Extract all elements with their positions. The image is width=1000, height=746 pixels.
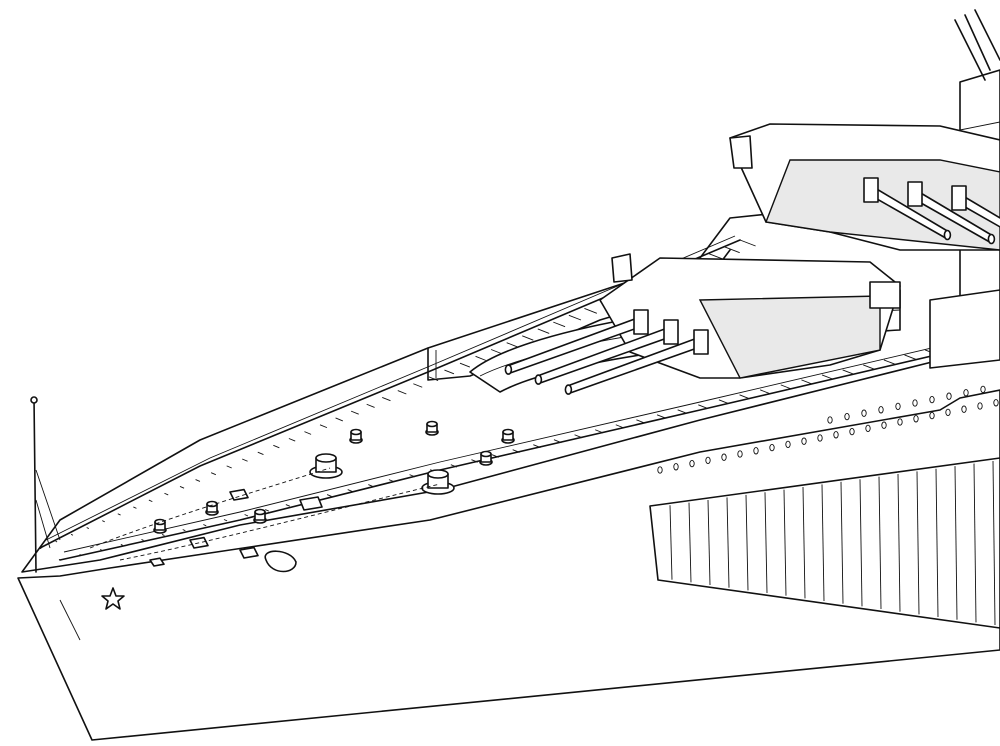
gun-barrel: [564, 329, 709, 395]
hatch: [299, 496, 323, 511]
bollard: [153, 518, 167, 534]
capstan: [309, 453, 343, 479]
bollard: [501, 428, 515, 444]
hatch: [239, 546, 259, 559]
bollard: [425, 420, 439, 436]
capstan: [421, 469, 455, 495]
hatch: [149, 557, 165, 567]
gun-barrel: [863, 177, 952, 241]
forward-turret: [469, 253, 901, 395]
armor-belt: [649, 457, 1000, 629]
porthole-row: [657, 385, 999, 474]
bollard: [349, 428, 363, 444]
hatch: [229, 488, 249, 501]
gun-barrel: [504, 309, 649, 375]
superfiring-turret: [729, 123, 1000, 251]
bollard: [479, 450, 493, 466]
gun-barrel: [534, 319, 679, 385]
gun-barrel: [951, 185, 1000, 228]
gun-barrel: [907, 181, 996, 245]
bollard: [205, 500, 219, 516]
jack-staff: [30, 396, 61, 573]
star-emblem: [101, 587, 125, 610]
hull: [17, 389, 1000, 741]
bollard: [253, 508, 267, 524]
